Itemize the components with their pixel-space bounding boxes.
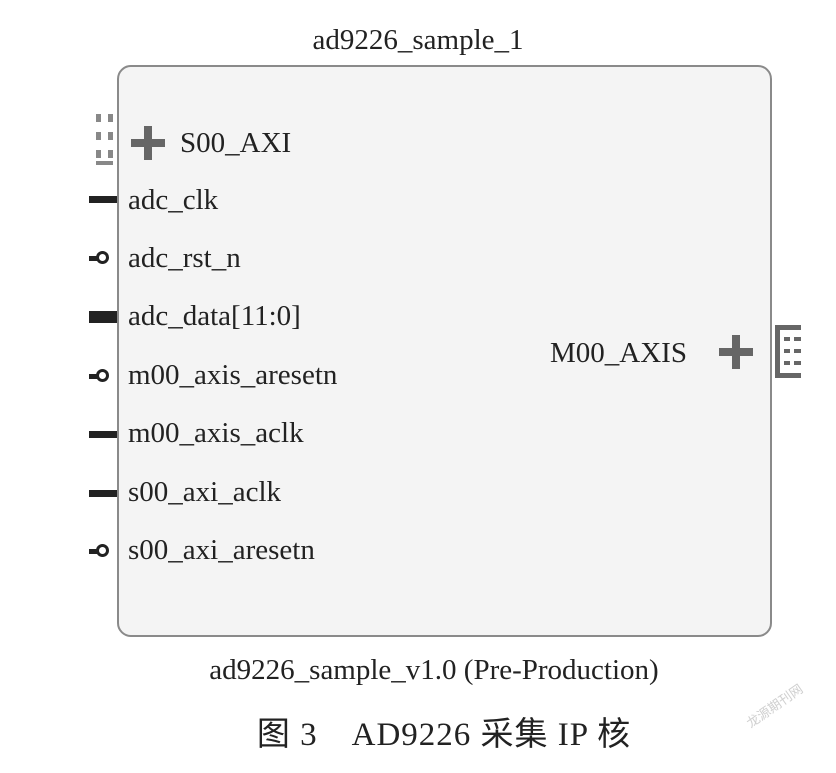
port-label-adc-rst-n: adc_rst_n	[128, 242, 241, 274]
port-label-s00-axi-aclk: s00_axi_aclk	[128, 476, 282, 508]
s00-axi-aresetn-invert-icon	[96, 544, 109, 557]
port-label-adc-clk: adc_clk	[128, 184, 219, 216]
s00-axi-aresetn-pin	[89, 549, 97, 554]
m00-axis-aresetn-pin	[89, 374, 97, 379]
s00-axi-label: S00_AXI	[180, 127, 292, 159]
port-label-m00-axis-aresetn: m00_axis_aresetn	[128, 359, 338, 391]
figure-caption: 图 3 AD9226 采集 IP 核	[256, 717, 632, 753]
port-label-m00-axis-aclk: m00_axis_aclk	[128, 417, 304, 449]
port-label-s00-axi-aresetn: s00_axi_aresetn	[128, 534, 315, 566]
s00-axi-aclk-pin	[89, 490, 117, 497]
block-type-label: ad9226_sample_v1.0 (Pre-Production)	[209, 654, 659, 686]
m00-axis-aclk-pin	[89, 431, 117, 438]
m00-axis-aresetn-invert-icon	[96, 369, 109, 382]
adc-rst-n-pin	[89, 256, 97, 261]
ip-block	[117, 65, 772, 637]
instance-name: ad9226_sample_1	[312, 24, 524, 56]
adc-data-bus-pin	[89, 311, 117, 323]
port-label-adc-data: adc_data[11:0]	[128, 300, 301, 332]
adc-clk-pin	[89, 196, 117, 203]
adc-rst-n-invert-icon	[96, 251, 109, 264]
m00-axis-label: M00_AXIS	[550, 337, 687, 369]
